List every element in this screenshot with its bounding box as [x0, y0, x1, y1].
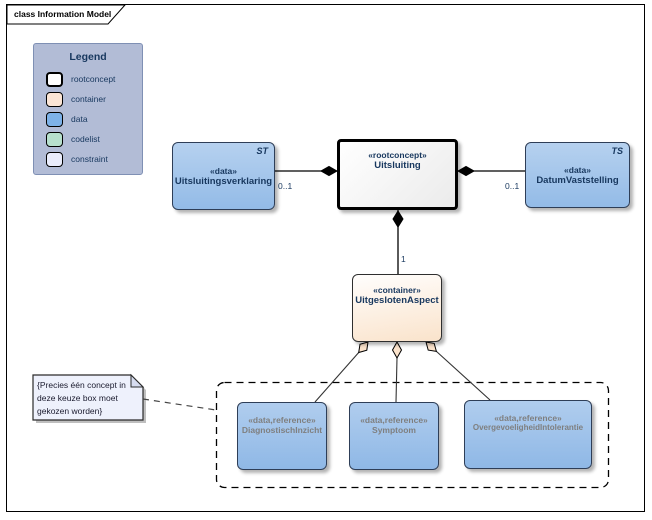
class-diagnostischinzicht[interactable]: «data,reference» DiagnostischInzicht — [237, 402, 327, 470]
composition-diamond-right — [456, 165, 476, 177]
stereotype-label: «data,reference» — [494, 413, 562, 423]
edge-overgevoeligheid[interactable] — [436, 350, 491, 401]
class-uitsluiting[interactable]: «rootconcept» Uitsluiting — [337, 139, 458, 210]
legend-row-constraint: constraint — [46, 151, 142, 167]
legend-label: constraint — [71, 154, 108, 164]
stereotype-label: «data» — [210, 165, 237, 176]
edge-symptoom[interactable] — [395, 357, 398, 403]
legend-title: Legend — [69, 51, 107, 63]
class-name: UitgeslotenAspect — [355, 295, 439, 306]
legend-rows: rootconcept container data codelist cons… — [46, 71, 142, 167]
class-name: Uitsluiting — [374, 160, 421, 171]
legend-panel: Legend rootconcept container data codeli… — [33, 43, 143, 175]
stereotype-label: «data,reference» — [360, 415, 428, 425]
legend-label: codelist — [71, 134, 100, 144]
class-uitgeslotenaspect[interactable]: «container» UitgeslotenAspect — [352, 274, 442, 342]
class-overgevoeligheidintolerantie[interactable]: «data,reference» OvergevoeligheidIntoler… — [464, 400, 592, 469]
composition-diamond-bottom — [392, 210, 404, 228]
composition-diamond-left — [319, 165, 339, 177]
stereotype-label: «data» — [564, 164, 591, 175]
class-name: OvergevoeligheidIntolerantie — [472, 423, 584, 432]
datatype-tag: ST — [256, 146, 268, 156]
aggregation-diamond-middle — [391, 340, 403, 360]
constraint-swatch-icon — [46, 151, 63, 167]
multiplicity-label-right: 0..1 — [505, 181, 520, 191]
constraint-note: {Precies één concept in deze keuze box m… — [37, 380, 126, 416]
note-fold-corner — [130, 373, 145, 388]
class-name: DatumVaststelling — [536, 174, 619, 186]
datatype-tag: TS — [611, 146, 623, 156]
class-datumvaststelling[interactable]: TS «data» DatumVaststelling — [525, 142, 630, 208]
rootconcept-swatch-icon — [46, 71, 63, 87]
legend-row-rootconcept: rootconcept — [46, 71, 142, 87]
legend-row-container: container — [46, 91, 142, 107]
class-name: DiagnostischInzicht — [241, 425, 323, 435]
multiplicity-label-bottom: 1 — [401, 254, 406, 264]
legend-label: data — [71, 114, 88, 124]
legend-label: rootconcept — [71, 74, 116, 84]
edge-diagnostischinzicht[interactable] — [314, 352, 360, 403]
multiplicity-label-left: 0..1 — [278, 181, 293, 191]
aggregation-diamond-right — [425, 341, 438, 353]
legend-row-data: data — [46, 111, 142, 127]
note-link — [142, 398, 217, 411]
diagram-frame — [6, 4, 645, 512]
stereotype-label: «data,reference» — [248, 415, 316, 425]
note-shape[interactable] — [32, 374, 144, 421]
legend-row-codelist: codelist — [46, 131, 142, 147]
container-swatch-icon — [46, 91, 63, 107]
frame-title: class Information Model — [14, 9, 112, 19]
class-symptoom[interactable]: «data,reference» Symptoom — [349, 402, 439, 470]
stereotype-label: «rootconcept» — [368, 150, 427, 160]
class-name: Uitsluitingsverklaring — [174, 175, 273, 187]
stereotype-label: «container» — [373, 285, 421, 295]
data-swatch-icon — [46, 111, 63, 127]
class-name: Symptoom — [372, 425, 416, 435]
choice-group-box[interactable] — [215, 381, 610, 489]
aggregation-diamond-left — [358, 341, 369, 354]
legend-label: container — [71, 94, 106, 104]
frame-tab — [6, 4, 127, 25]
codelist-swatch-icon — [46, 131, 63, 147]
class-uitsluitingsverklaring[interactable]: ST «data» Uitsluitingsverklaring — [172, 142, 275, 210]
